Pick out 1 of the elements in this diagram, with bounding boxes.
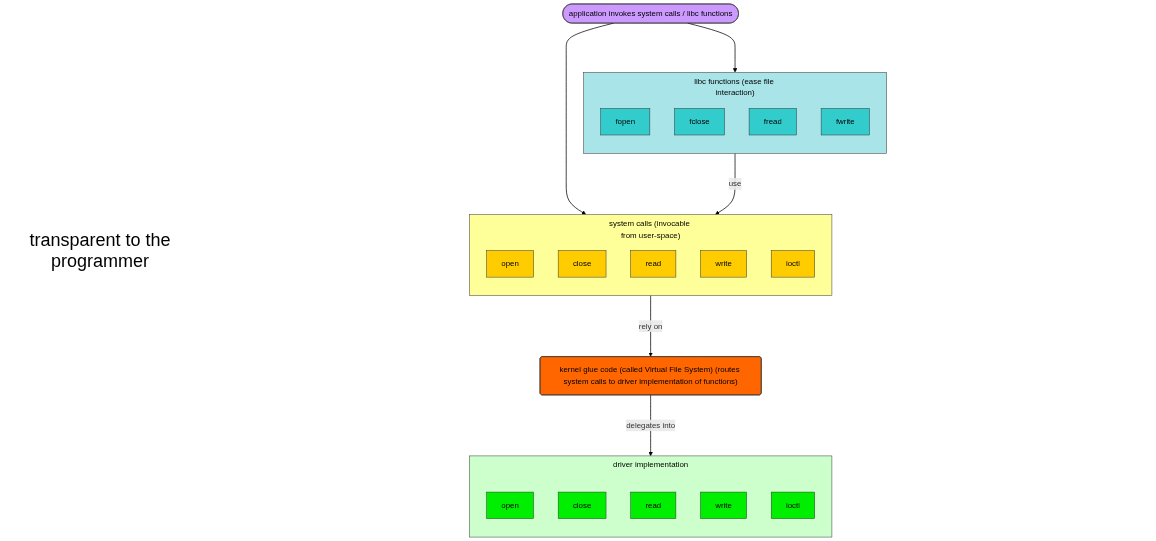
note-text: transparent to the programmer: [28, 230, 172, 272]
